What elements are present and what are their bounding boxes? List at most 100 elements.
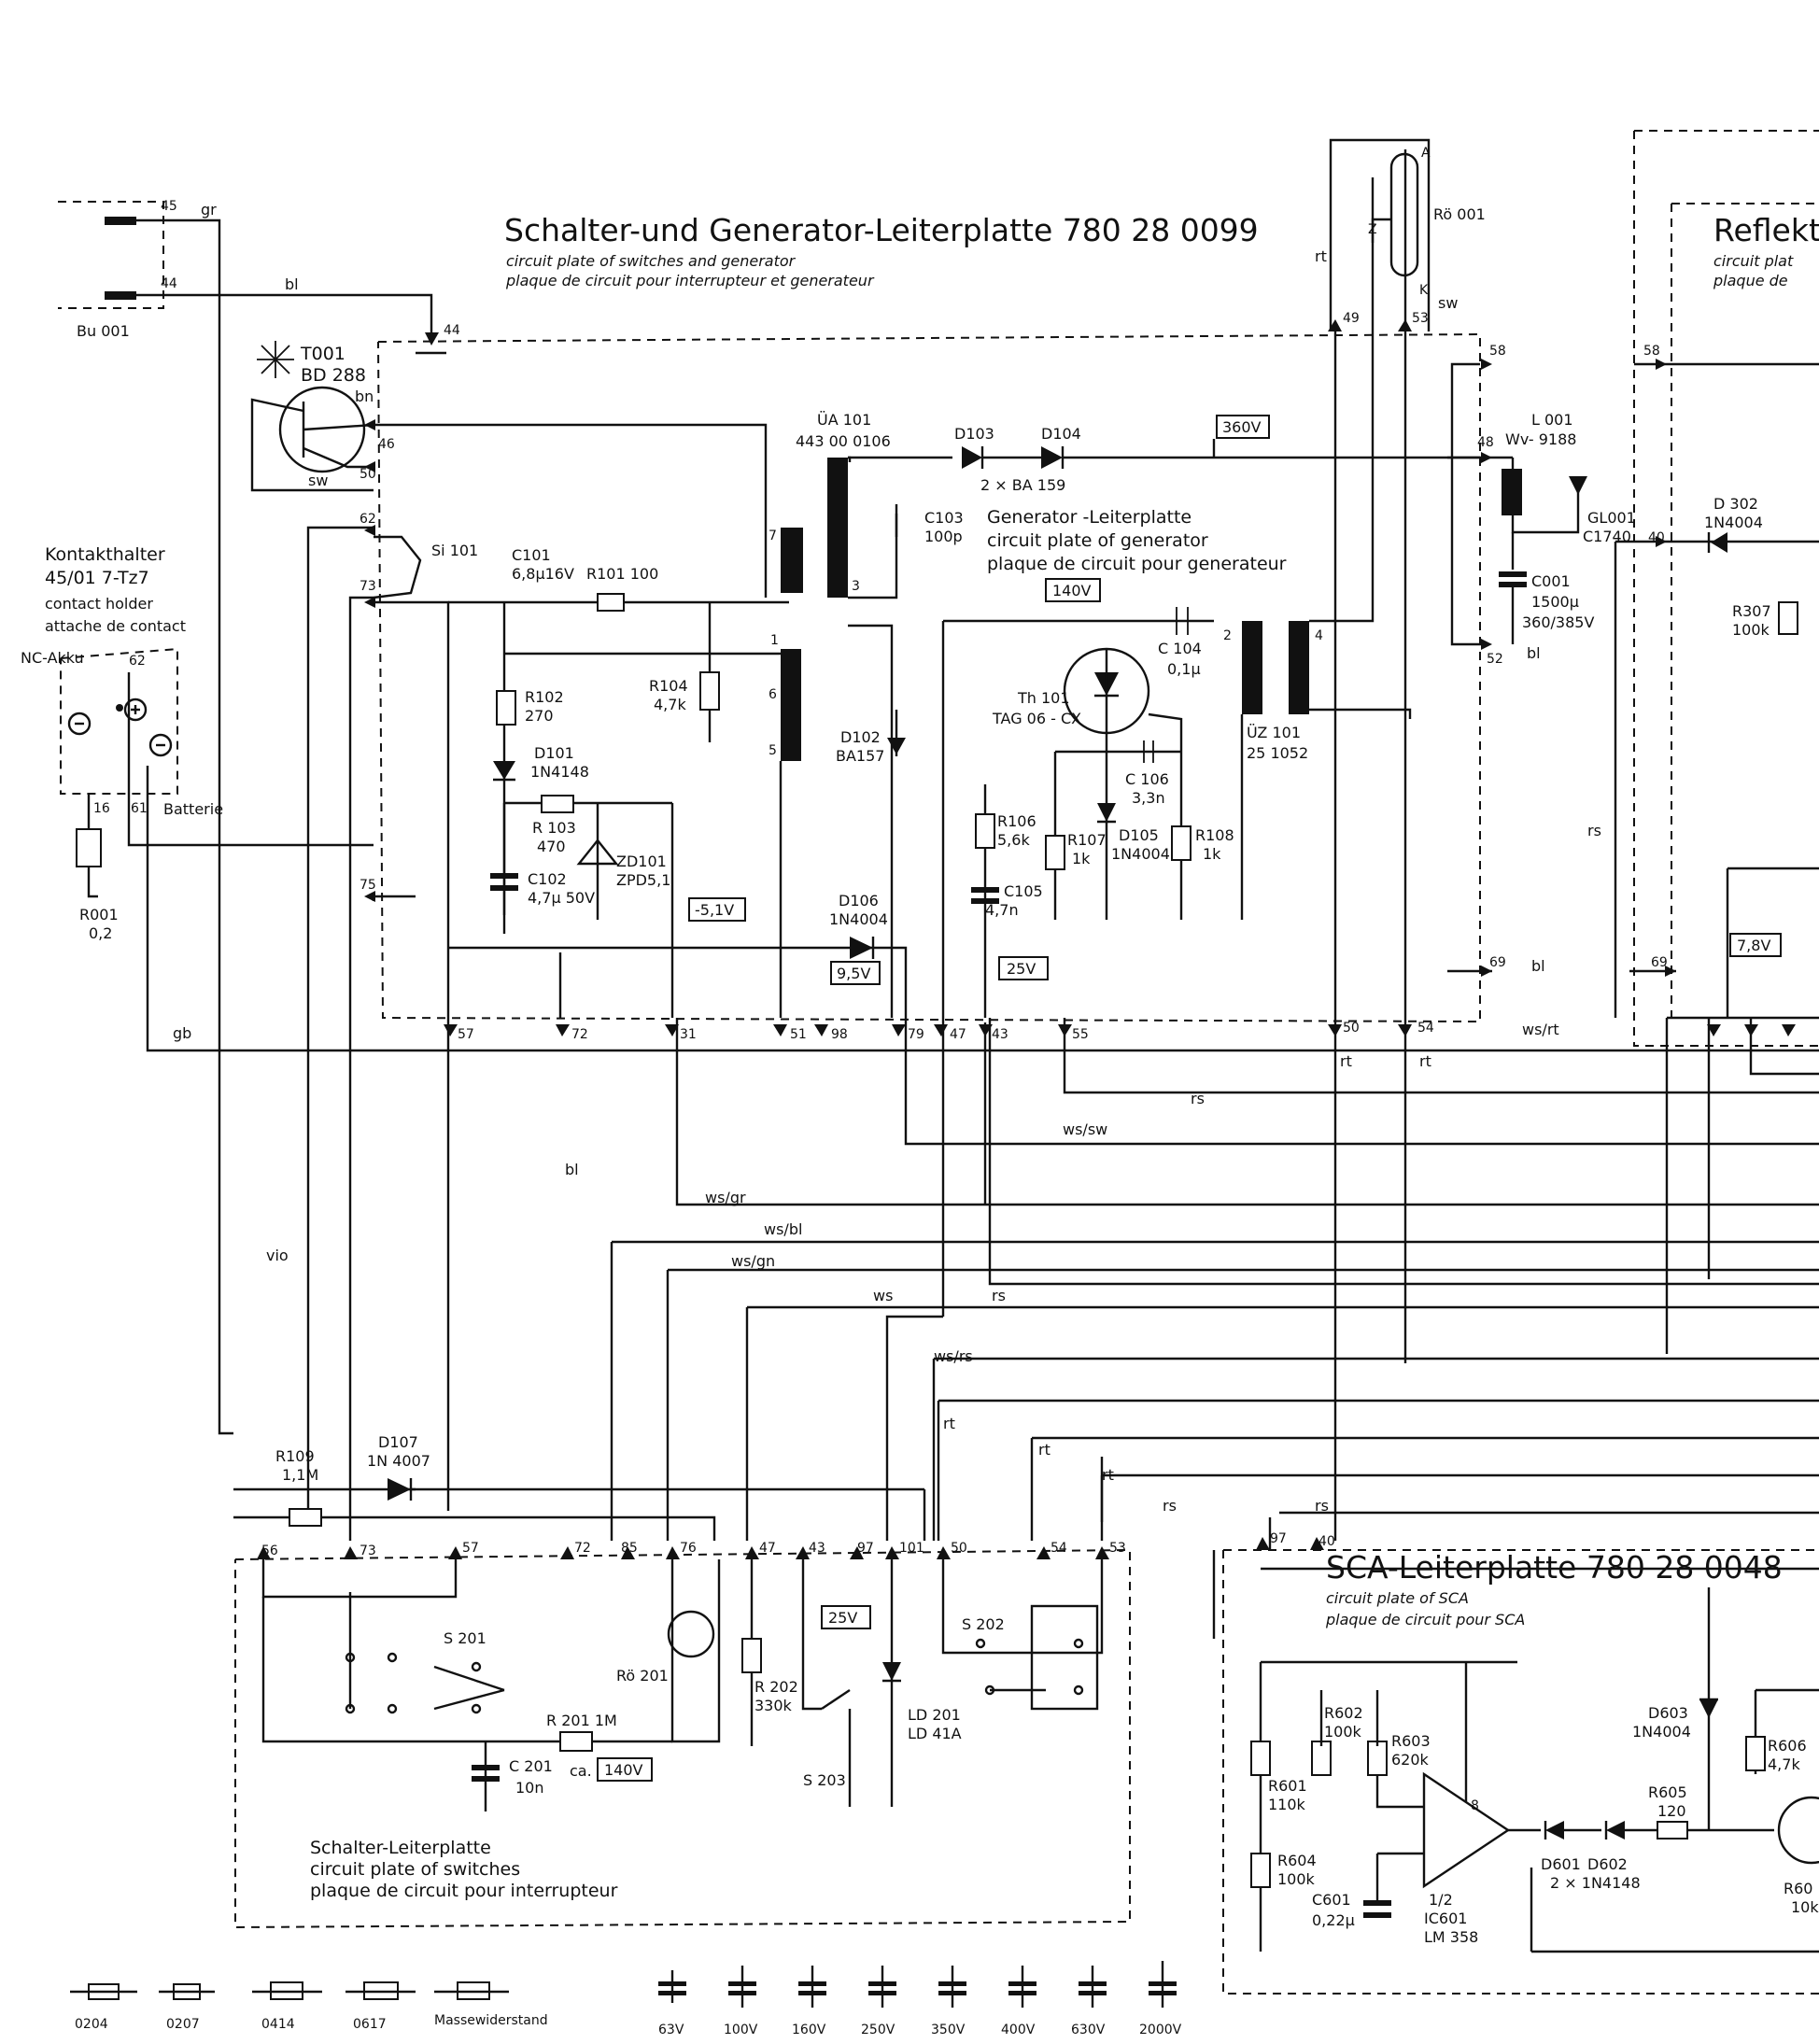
battery-symbol (67, 698, 173, 757)
wire-ws-gr: ws/gr (705, 1189, 746, 1206)
contact-holder-title: Kontakthalter (45, 544, 165, 565)
r604-label: R604 (1277, 1852, 1317, 1869)
wire-bl-d: bl (1527, 644, 1541, 662)
legend-cap-100v: 100V (724, 2023, 758, 2037)
generator-sub-title-en: circuit plate of generator (987, 530, 1208, 551)
pin-label: 54 (1417, 1021, 1434, 1036)
pin-label: 4 (1315, 628, 1323, 643)
th101-type: TAG 06 - CX (992, 710, 1081, 727)
voltage-25b: 25V (828, 1609, 857, 1627)
wire-rt-b: rt (1038, 1441, 1051, 1459)
r109-label: R109 (275, 1447, 315, 1465)
r601-value: 110k (1268, 1796, 1306, 1813)
asterisk-icon (257, 341, 294, 378)
pin-markers (257, 319, 1796, 1559)
r109-value: 1,1M (282, 1466, 318, 1484)
r102-label: R102 (525, 688, 564, 706)
t001-label: T001 (300, 344, 345, 364)
r103-value: 470 (537, 838, 566, 855)
wire-rs-side: rs (1587, 822, 1601, 839)
ld201-type: LD 41A (908, 1725, 962, 1742)
d106-type: 1N4004 (829, 910, 888, 928)
voltage-140: 140V (1052, 582, 1092, 599)
s202-label: S 202 (962, 1615, 1005, 1633)
c105-label: C105 (1004, 882, 1043, 900)
r108-value: 1k (1203, 845, 1221, 863)
wire-ws-gn: ws/gn (731, 1252, 775, 1270)
si101-label: Si 101 (431, 542, 478, 559)
r60x-label: R60 (1784, 1880, 1812, 1897)
r107-label: R107 (1067, 831, 1107, 849)
ca-label: ca. (570, 1762, 592, 1780)
t001-type: BD 288 (301, 365, 366, 386)
d602-label: D602 (1587, 1855, 1628, 1873)
c001-value: 1500µ (1531, 593, 1579, 611)
legend-capacitors (658, 1961, 1177, 2008)
pin-label: 3 (852, 579, 860, 594)
wire-rt-e: rt (1419, 1052, 1431, 1070)
pin-label: 73 (360, 579, 376, 594)
r106-label: R106 (997, 812, 1036, 830)
pin-label: Z (1368, 222, 1377, 237)
r202-value: 330k (754, 1697, 793, 1714)
d101-type: 1N4148 (530, 763, 589, 781)
r604-value: 100k (1277, 1870, 1316, 1888)
pin-label: K (1419, 283, 1429, 298)
wiring (76, 138, 1819, 1953)
c103-value: 100p (924, 528, 963, 545)
voltage-25: 25V (1007, 960, 1036, 978)
pin-label: 55 (1072, 1027, 1089, 1042)
d302-label: D 302 (1713, 495, 1758, 513)
s201-label: S 201 (444, 1629, 486, 1647)
c104-value: 0,1µ (1167, 660, 1201, 678)
pin-label: 56 (261, 1544, 278, 1558)
wire-gb: gb (173, 1024, 191, 1042)
d601-d602-type: 2 × 1N4148 (1550, 1874, 1641, 1892)
c201-label: C 201 (509, 1757, 553, 1775)
c106-value: 3,3n (1132, 789, 1165, 807)
l001-part: Wv- 9188 (1505, 430, 1576, 448)
c101-value: 6,8µ16V (512, 565, 574, 583)
pin-label: 52 (1487, 652, 1503, 667)
legend-resistor-0204: 0204 (75, 2017, 108, 2032)
legend-cap-400v: 400V (1001, 2023, 1036, 2037)
gl001-label: GL001 (1587, 509, 1636, 527)
ic601-half: 1/2 (1429, 1891, 1453, 1909)
th101-label: Th 101 (1017, 689, 1070, 707)
switch-board-title-fr: plaque de circuit pour interrupteur (310, 1881, 618, 1901)
d601-label: D601 (1541, 1855, 1581, 1873)
pin-label: 72 (571, 1027, 588, 1042)
sca-board-title: SCA-Leiterplatte 780 28 0048 (1326, 1549, 1783, 1586)
l001-label: L 001 (1531, 411, 1573, 429)
d107-label: D107 (378, 1433, 418, 1451)
sca-board-title-en: circuit plate of SCA (1326, 1589, 1469, 1607)
pin-label: 101 (899, 1541, 924, 1556)
pin-label: 75 (360, 878, 376, 893)
pin-label: 50 (951, 1541, 967, 1556)
legend-resistor-0414: 0414 (261, 2017, 295, 2032)
pin-label: 2 (1223, 628, 1232, 643)
pin-label: 57 (458, 1027, 474, 1042)
wire-ws-rt: ws/rt (1522, 1021, 1559, 1038)
wire-ws-bl: ws/bl (764, 1220, 802, 1238)
pin-label: 54 (1051, 1541, 1067, 1556)
pin-label: 62 (129, 654, 146, 669)
pin-label: 50 (1343, 1021, 1360, 1036)
d104-label: D104 (1041, 425, 1081, 443)
c104-label: C 104 (1158, 640, 1202, 657)
r606-value: 4,7k (1768, 1755, 1800, 1773)
reflector-board-title-en: circuit plat (1713, 252, 1794, 270)
wire-sw-b: sw (1438, 294, 1458, 312)
zd101-type: ZPD5,1 (616, 871, 670, 889)
wire-ws: ws (873, 1287, 893, 1304)
r104-label: R104 (649, 677, 688, 695)
board-outlines (58, 130, 1819, 1995)
wire-rs-d: rs (1315, 1497, 1329, 1515)
s203-label: S 203 (803, 1771, 846, 1789)
r104-value: 4,7k (654, 696, 686, 713)
r603-value: 620k (1391, 1751, 1430, 1769)
d603-type: 1N4004 (1632, 1723, 1691, 1741)
wire-bl-c: bl (1531, 957, 1545, 975)
wire-rt-d: rt (1340, 1052, 1352, 1070)
battery-label: Batterie (163, 800, 223, 818)
